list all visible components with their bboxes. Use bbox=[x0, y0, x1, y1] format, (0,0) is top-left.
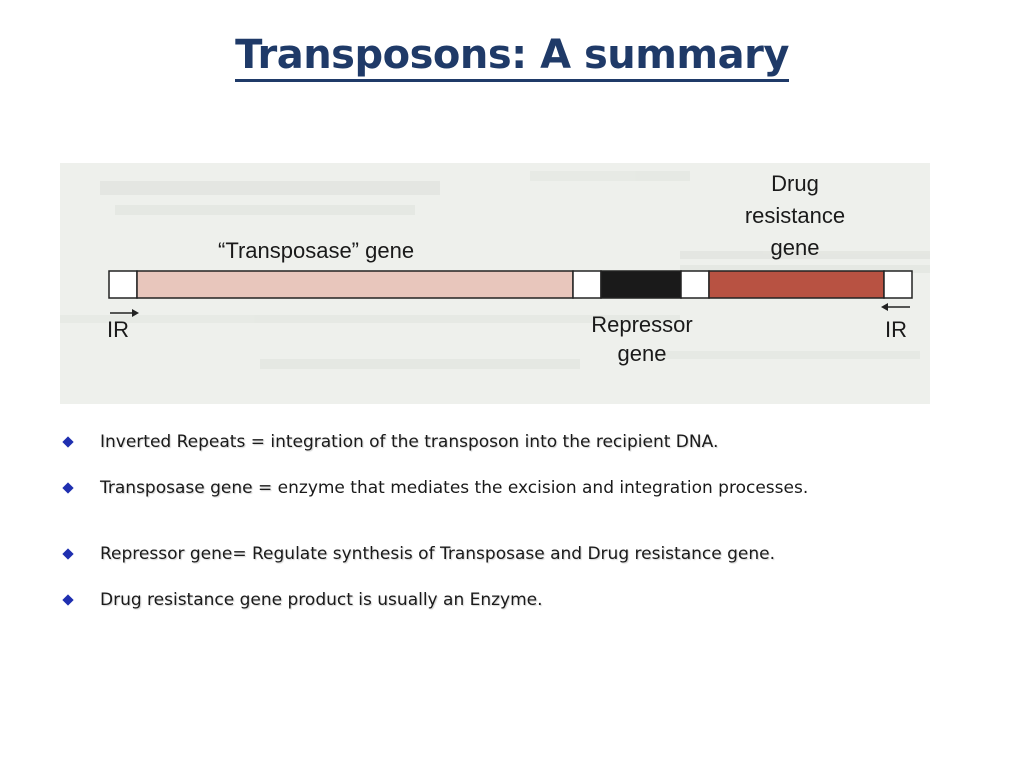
repressor-segment bbox=[600, 270, 682, 299]
arrow-left-icon bbox=[881, 303, 910, 311]
drug-resistance-label-line2: resistance bbox=[745, 203, 845, 228]
bullet-text: Inverted Repeats = integration of the tr… bbox=[100, 432, 719, 452]
diamond-bullet-icon bbox=[62, 548, 74, 560]
transposon-diagram: Drug resistance gene “Transposase” gene … bbox=[60, 163, 930, 404]
repressor-label-line2: gene bbox=[618, 341, 667, 366]
transposase-gene-label: “Transposase” gene bbox=[218, 238, 414, 263]
transposon-bar bbox=[108, 270, 913, 299]
drug-resistance-label-line1: Drug bbox=[771, 171, 819, 196]
transposon-diagram-svg: Drug resistance gene “Transposase” gene … bbox=[60, 171, 930, 369]
bullet-item-transposase-gene: Transposase gene = enzyme that mediates … bbox=[62, 479, 962, 497]
bullet-item-repressor-gene: Repressor gene= Regulate synthesis of Tr… bbox=[62, 545, 962, 563]
bullet-text: Drug resistance gene product is usually … bbox=[100, 590, 543, 610]
bullet-list: Inverted Repeats = integration of the tr… bbox=[62, 433, 962, 609]
diamond-bullet-icon bbox=[62, 436, 74, 448]
bullet-text-rest: enzyme that mediates the excision and in… bbox=[277, 478, 809, 498]
arrow-right-icon bbox=[110, 309, 139, 317]
ir-right-label: IR bbox=[885, 317, 907, 342]
ir-right-segment bbox=[883, 270, 913, 299]
ir-left-label: IR bbox=[107, 317, 129, 342]
drug-resistance-label-line3: gene bbox=[771, 235, 820, 260]
slide-title: Transposons: A summary bbox=[0, 32, 1024, 82]
diamond-bullet-icon bbox=[62, 594, 74, 606]
bullet-text-lead: Transposase gene = bbox=[100, 478, 278, 498]
bullet-text: Repressor gene= Regulate synthesis of Tr… bbox=[100, 544, 775, 564]
transposase-segment bbox=[136, 270, 574, 299]
slide-title-text: Transposons: A summary bbox=[235, 32, 789, 82]
bullet-item-drug-resistance: Drug resistance gene product is usually … bbox=[62, 591, 962, 609]
repressor-label-line1: Repressor bbox=[591, 312, 692, 337]
spacer-segment-2 bbox=[680, 270, 710, 299]
ir-left-segment bbox=[108, 270, 138, 299]
diamond-bullet-icon bbox=[62, 482, 74, 494]
drug-resistance-segment bbox=[708, 270, 885, 299]
spacer-segment-1 bbox=[572, 270, 602, 299]
bullet-item-inverted-repeats: Inverted Repeats = integration of the tr… bbox=[62, 433, 962, 451]
background-texture bbox=[60, 171, 930, 369]
